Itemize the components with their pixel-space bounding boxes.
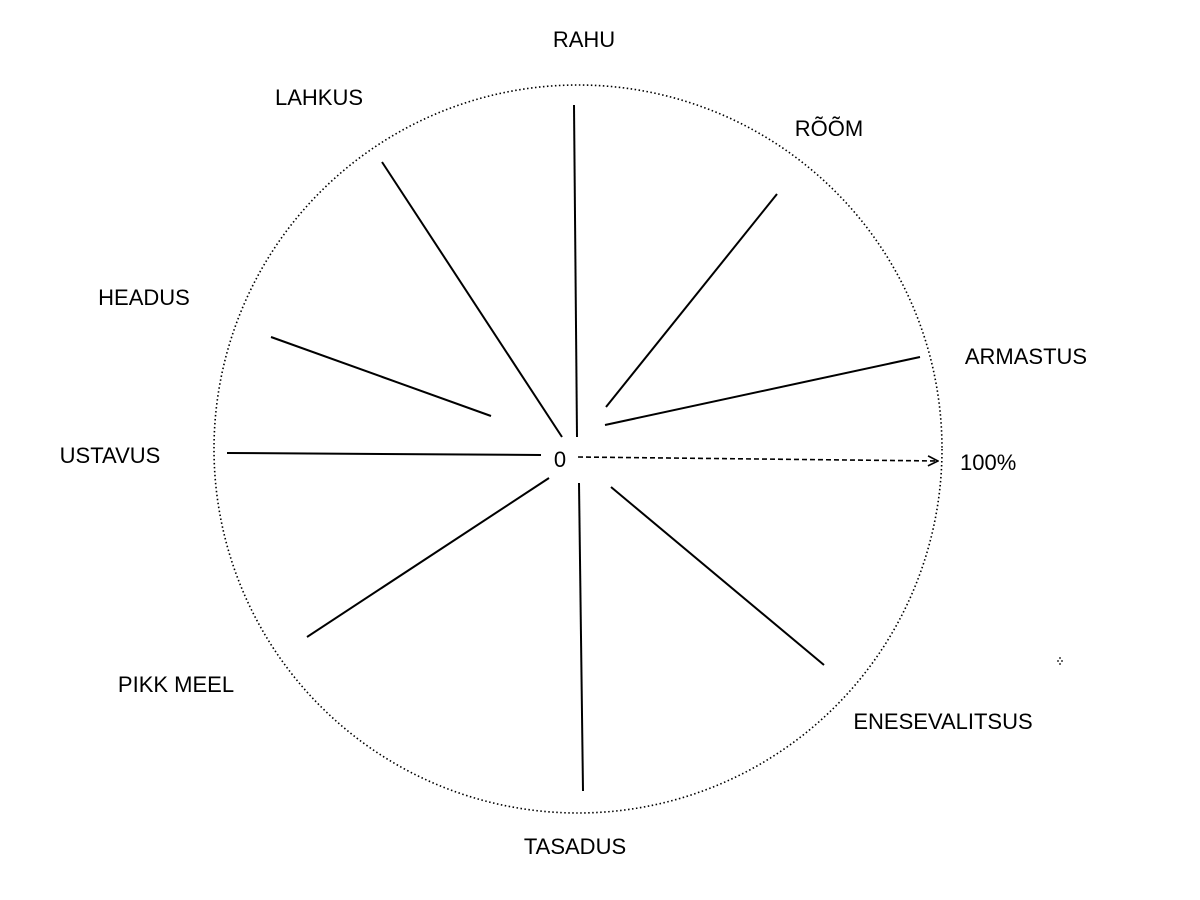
spoke-line (605, 193, 778, 408)
spoke-label: LAHKUS (275, 85, 363, 110)
spoke-label: ENESEVALITSUS (853, 709, 1032, 734)
spoke-label: USTAVUS (60, 443, 161, 468)
center-zero-label: 0 (554, 447, 566, 472)
spoke-label: PIKK MEEL (118, 672, 234, 697)
spoke-label: RAHU (553, 27, 615, 52)
spoke-line (270, 336, 492, 417)
spoke-label: TASADUS (524, 834, 626, 859)
spoke-line (578, 482, 584, 792)
spoke-line (604, 356, 921, 426)
spoke-line (610, 486, 825, 666)
stray-dot-mark (1057, 657, 1063, 665)
scale-arrow (577, 457, 938, 461)
spoke-line (226, 452, 542, 456)
spoke-label: RÕÕM (795, 116, 863, 141)
scale-100-label: 100% (960, 450, 1016, 475)
spoke-label: HEADUS (98, 285, 190, 310)
spoke-line (573, 104, 578, 438)
spoke-line (306, 477, 550, 638)
spoke-line (381, 161, 563, 438)
outer-circle (213, 84, 943, 814)
spoke-label: ARMASTUS (965, 344, 1087, 369)
